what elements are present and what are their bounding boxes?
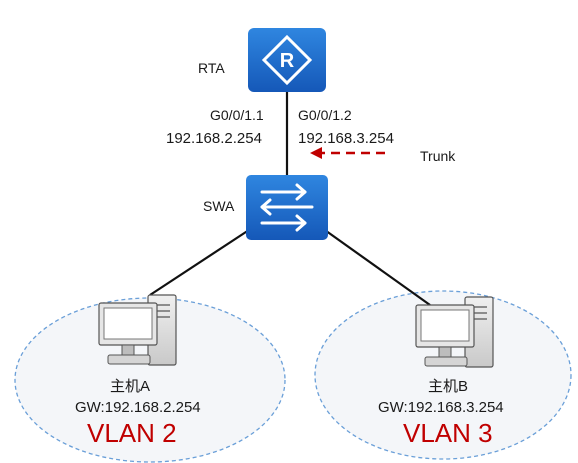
trunk-label: Trunk <box>420 148 456 164</box>
host-b-computer-icon[interactable] <box>415 296 494 368</box>
svg-text:R: R <box>280 50 295 72</box>
host-a-computer-icon[interactable] <box>98 294 177 366</box>
switch-hostA-link <box>149 227 253 296</box>
vlan-3-area <box>314 290 572 460</box>
vlan-2-label: VLAN 2 <box>87 418 177 448</box>
subinterface-1-ip-label: 192.168.2.254 <box>166 130 262 147</box>
host-a-name-label: 主机A <box>110 378 151 395</box>
subinterface-2-ip-label: 192.168.3.254 <box>298 130 394 147</box>
switch-hostB-link <box>321 227 431 306</box>
switch-name-label: SWA <box>203 198 235 214</box>
host-b-gateway-label: GW:192.168.3.254 <box>378 399 504 416</box>
trunk-arrow-icon <box>310 147 385 159</box>
subinterface-1-label: G0/0/1.1 <box>210 107 264 123</box>
host-b-name-label: 主机B <box>428 378 469 395</box>
router-name-label: RTA <box>198 60 225 76</box>
switch-icon[interactable] <box>246 175 328 240</box>
subinterface-2-label: G0/0/1.2 <box>298 107 352 123</box>
router-icon[interactable]: R <box>248 28 326 92</box>
vlan-3-label: VLAN 3 <box>403 418 493 448</box>
host-a-gateway-label: GW:192.168.2.254 <box>75 399 201 416</box>
